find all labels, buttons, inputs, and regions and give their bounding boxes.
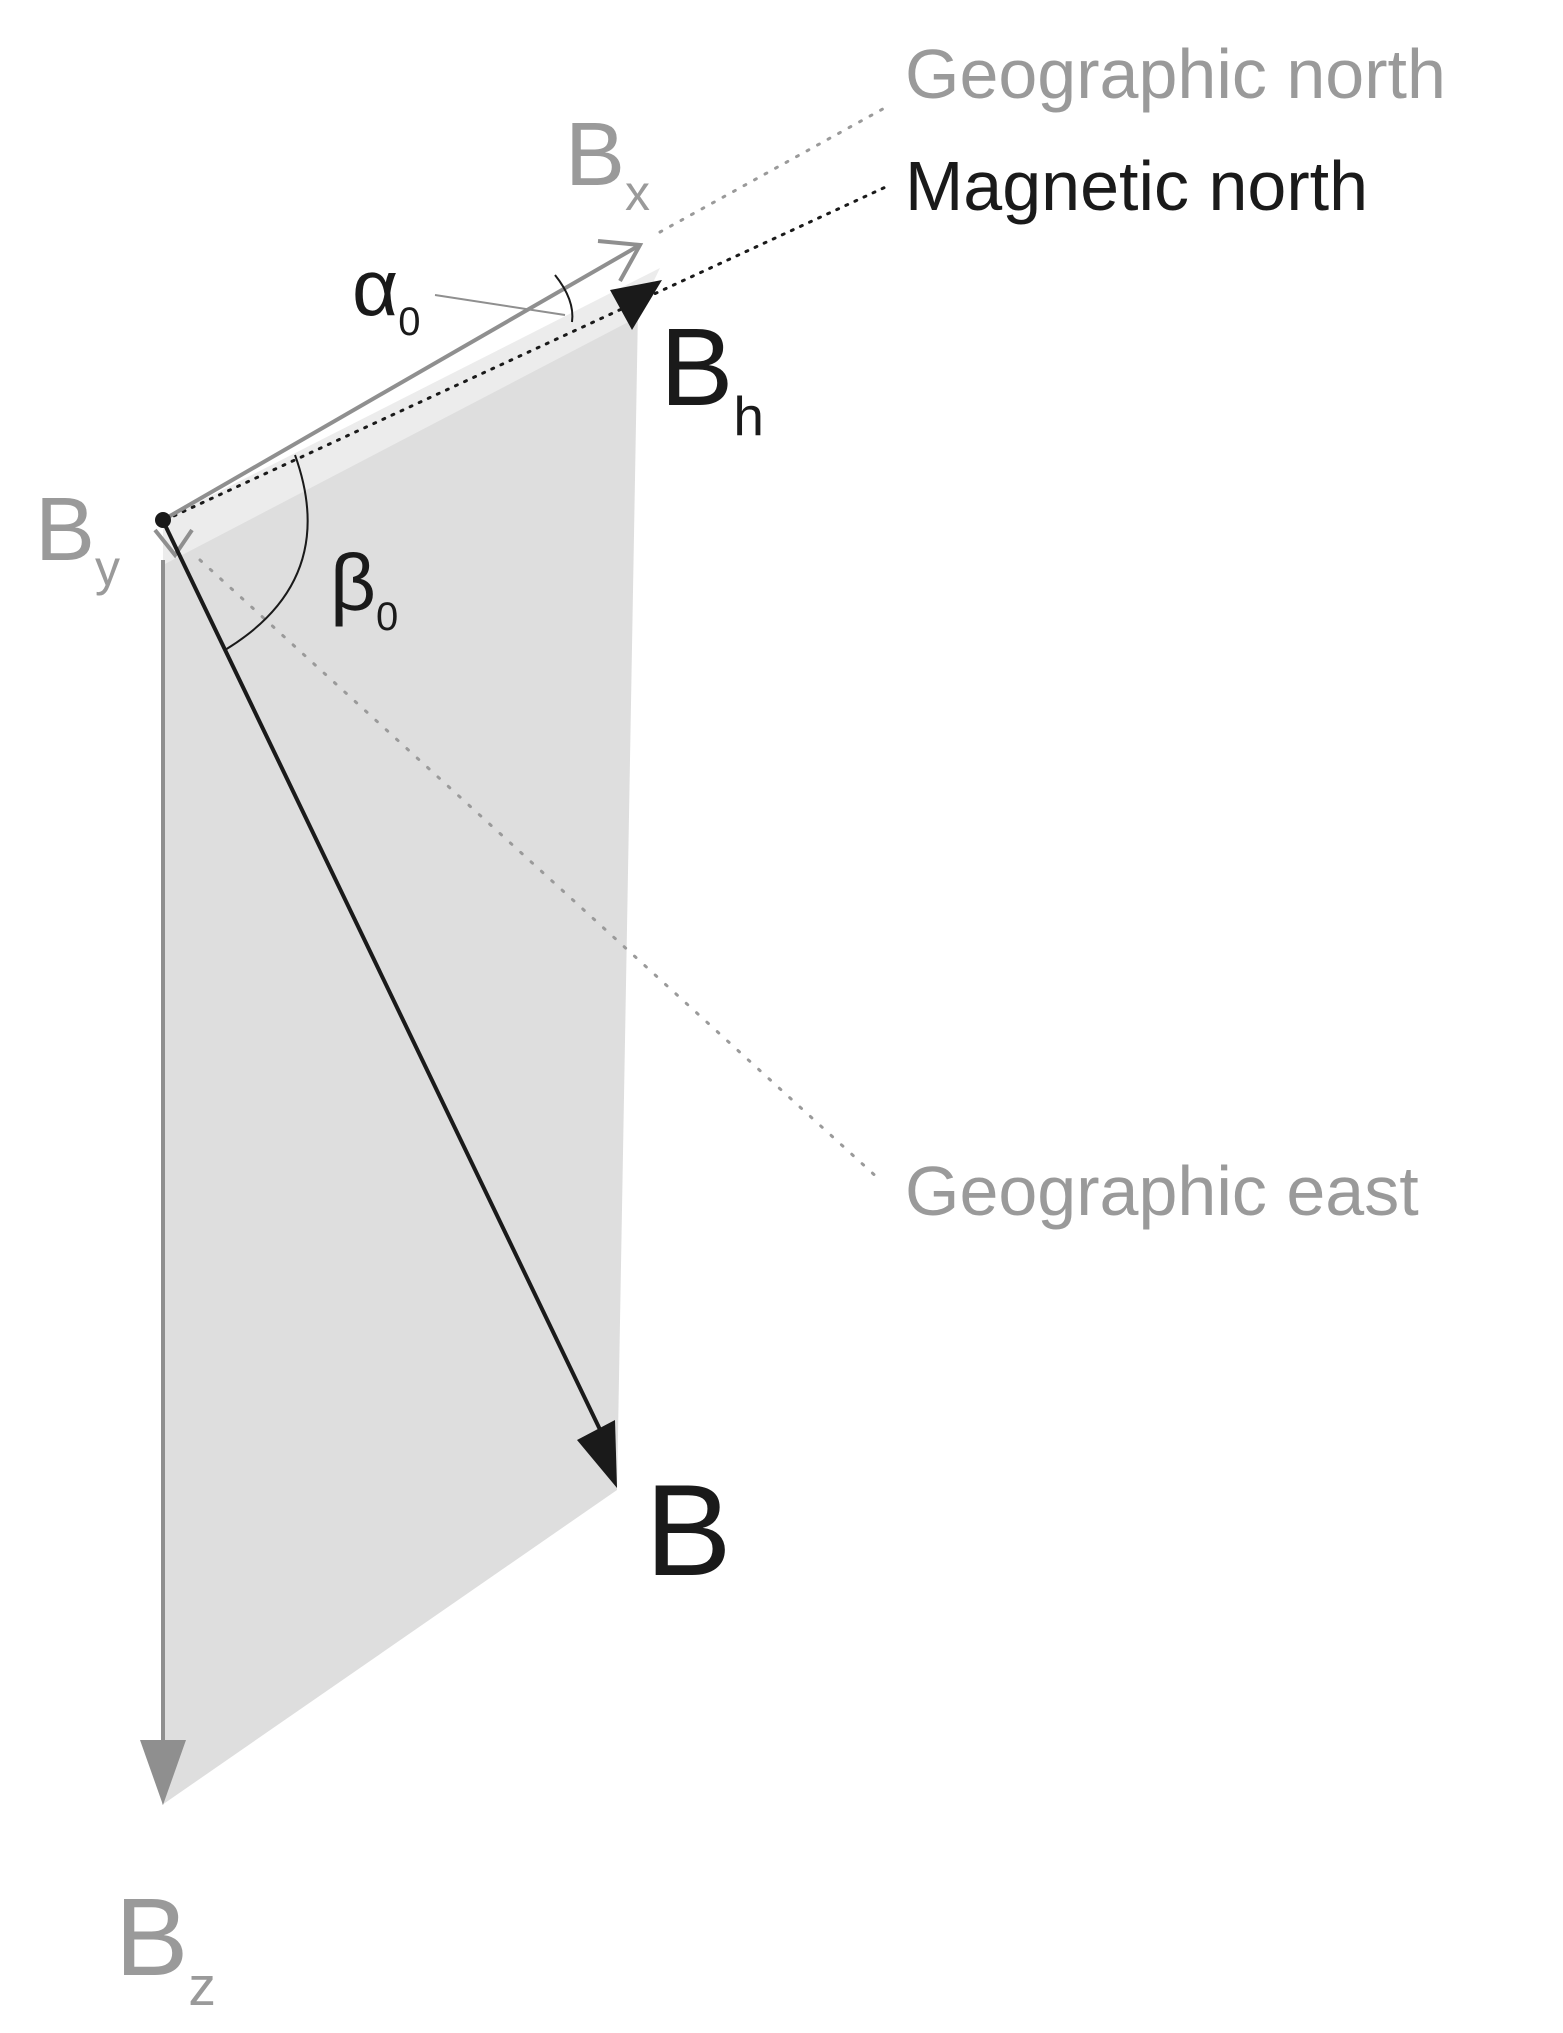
beta-label: β0 (330, 538, 398, 639)
bx-arrowhead (597, 239, 644, 282)
alpha-angle-arc (554, 274, 574, 323)
magnetic-north-line (163, 183, 892, 522)
bx-label: Bx (565, 105, 650, 221)
geographic-east-label: Geographic east (905, 1152, 1419, 1230)
bh-arrowhead (610, 280, 662, 330)
geographic-north-line (658, 103, 892, 234)
beta-angle-arc (224, 454, 309, 651)
alpha-label: α0 (352, 243, 421, 344)
geographic-east-line (198, 558, 882, 1182)
magnetic-north-label: Magnetic north (905, 147, 1368, 225)
b-vector (163, 524, 607, 1441)
bz-label: Bz (115, 1876, 216, 2017)
origin-point (155, 512, 171, 528)
bx-axis (162, 243, 641, 522)
b-arrowhead (577, 1420, 617, 1488)
vertical-plane (162, 310, 638, 1805)
by-arrowhead (153, 528, 194, 559)
b-label: B (645, 1457, 732, 1603)
geographic-north-label: Geographic north (905, 35, 1446, 113)
plane-top-strip (163, 268, 660, 565)
bh-label: Bh (660, 306, 764, 447)
alpha-leader-line (434, 294, 566, 316)
bz-arrowhead (140, 1740, 186, 1805)
by-label: By (35, 480, 120, 596)
